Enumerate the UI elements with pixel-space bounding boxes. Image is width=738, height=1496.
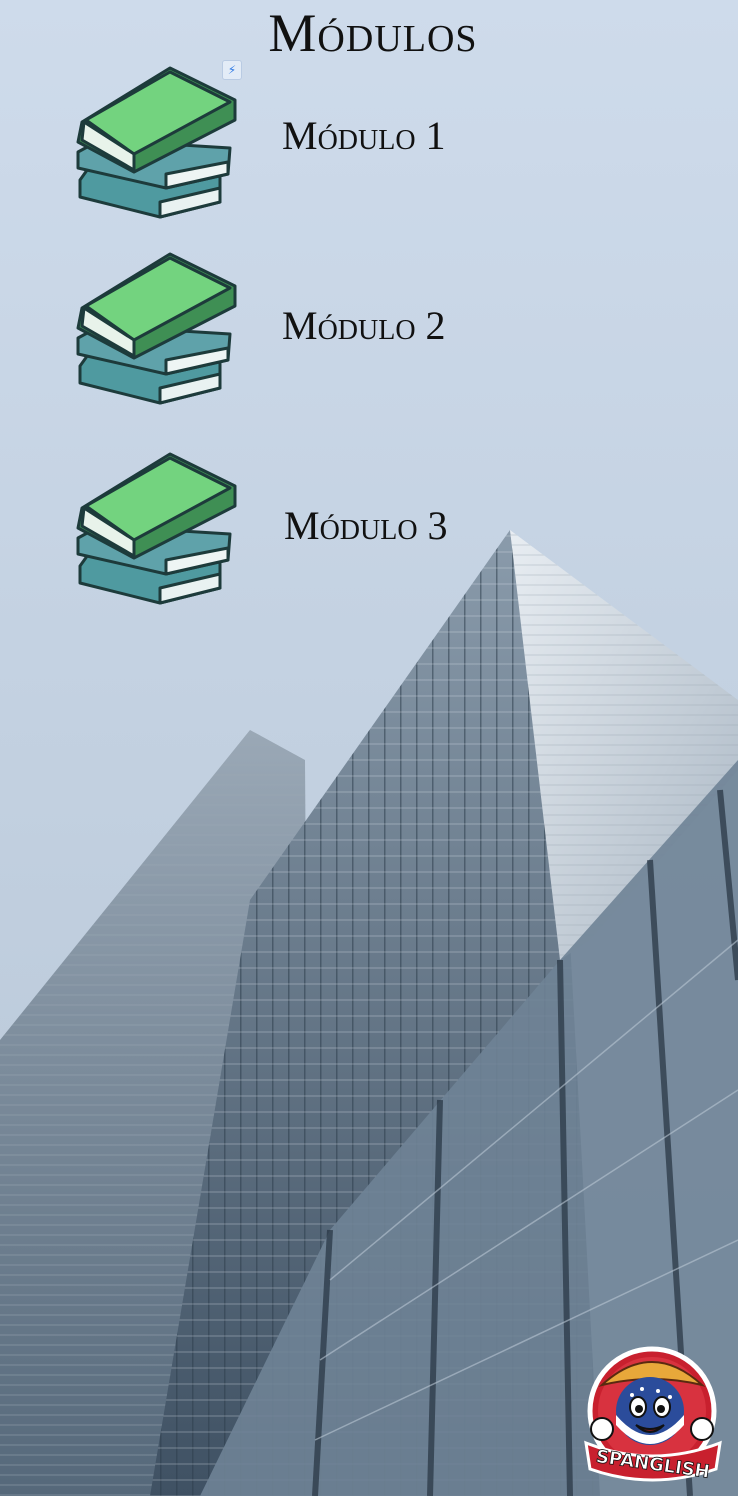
module-label-1: Módulo 1 [282,113,446,158]
module-item-3[interactable]: Módulo 3 [70,448,670,608]
module-label-2: Módulo 2 [282,303,446,348]
lightning-bolt-icon: ⚡ [227,63,237,77]
books-stack-icon [76,252,237,405]
module-item-2[interactable]: Módulo 2 [70,248,670,408]
module-item-1[interactable]: Módulo 1 [70,62,670,222]
spanglish-logo[interactable]: SPANGLISH [580,1345,726,1485]
page-title: Módulos [268,3,478,63]
books-stack-icon [76,66,237,219]
books-stack-icon [76,452,237,605]
edit-badge-button[interactable]: ⚡ [222,60,242,80]
module-label-3: Módulo 3 [284,503,448,548]
